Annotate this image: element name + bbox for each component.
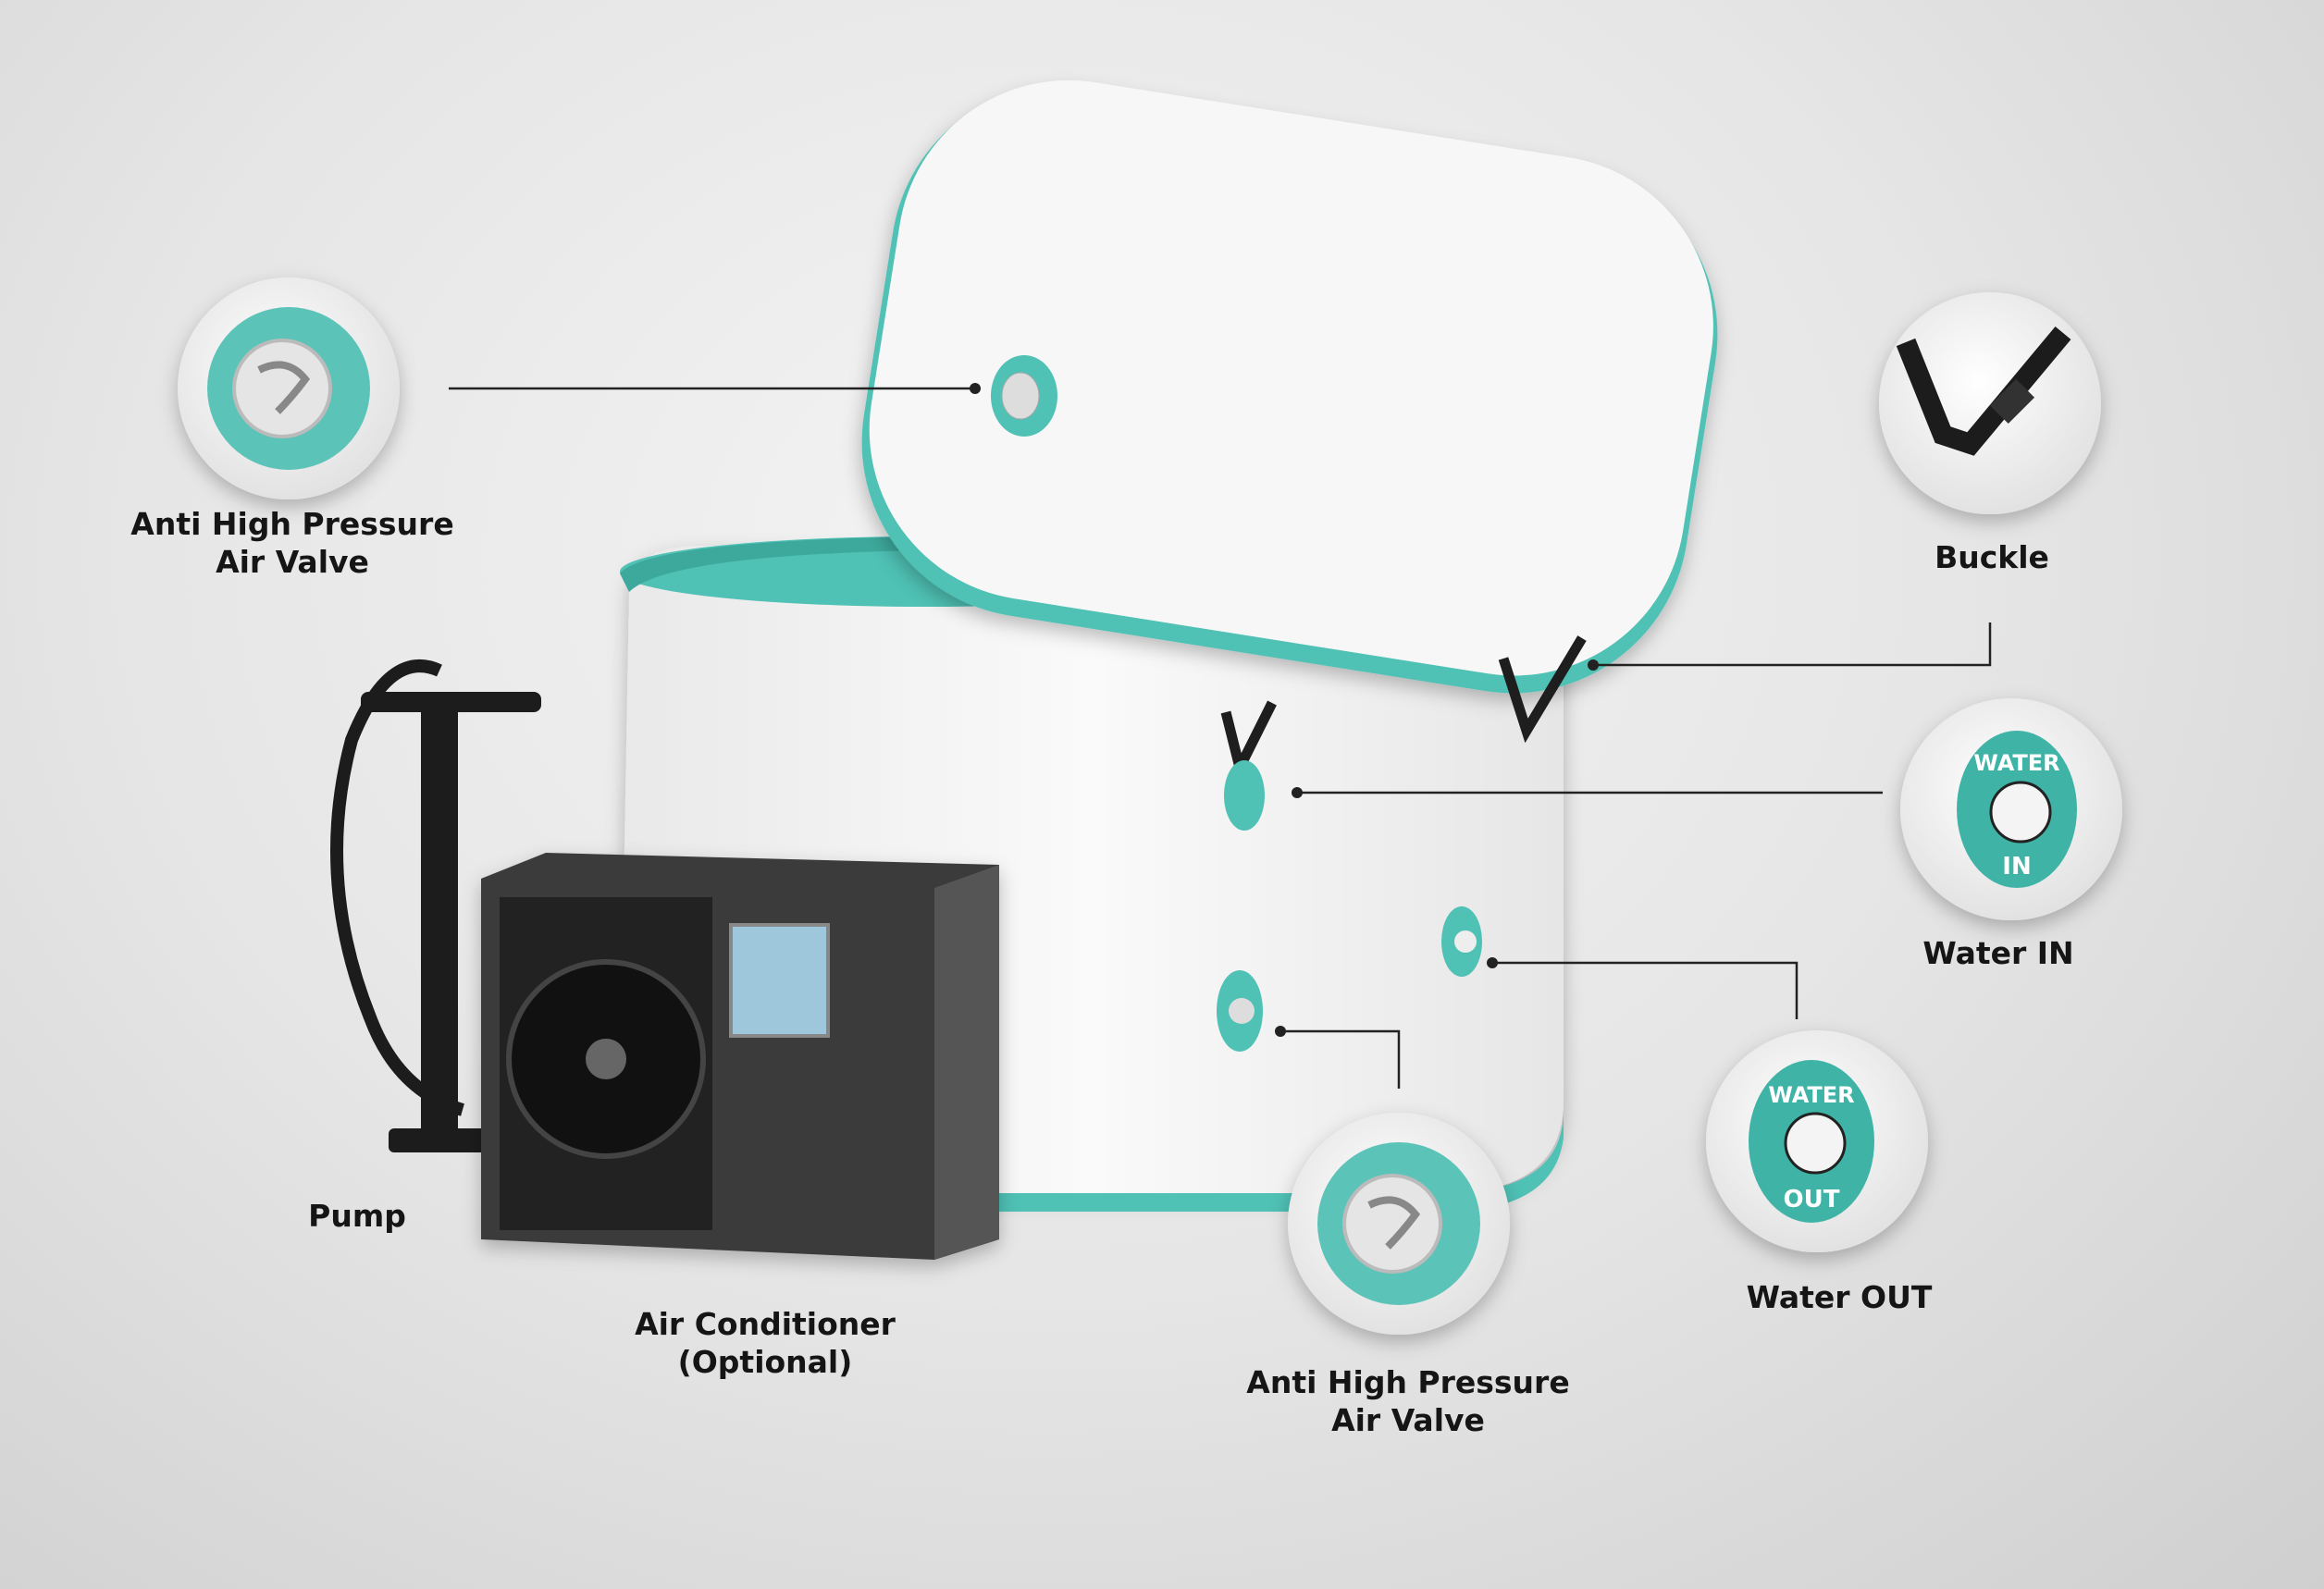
- water-out-detail-icon: WATER OUT: [1706, 1030, 1928, 1252]
- bottom-valve-label-line2: Air Valve: [1331, 1402, 1485, 1438]
- bottom-valve-detail-icon: [1288, 1113, 1510, 1335]
- water-in-detail-icon: WATER IN: [1900, 698, 2122, 920]
- lid-valve: [991, 355, 1057, 437]
- water-in-plate-bottom: IN: [2002, 853, 2031, 881]
- top-valve-detail-icon: [178, 277, 400, 499]
- air-conditioner-label-line1: Air Conditioner: [635, 1306, 896, 1342]
- buckle-detail-icon: [1879, 292, 2101, 514]
- water-out-plate-top: WATER: [1768, 1082, 1854, 1108]
- air-conditioner-label: Air Conditioner (Optional): [635, 1305, 896, 1381]
- water-out-label: Water OUT: [1746, 1279, 1933, 1315]
- air-conditioner-unit: [481, 853, 999, 1260]
- pump: [330, 659, 541, 1152]
- top-valve-label: Anti High Pressure Air Valve: [130, 505, 453, 581]
- buckle-label: Buckle: [1935, 539, 2049, 575]
- pump-label: Pump: [308, 1198, 406, 1234]
- tub-ports: [1217, 760, 1482, 1052]
- top-valve-label-line1: Anti High Pressure: [130, 506, 454, 542]
- top-valve-label-line2: Air Valve: [216, 544, 369, 580]
- ice-bath-lid: [861, 80, 1718, 694]
- water-in-plate-top: WATER: [1973, 750, 2059, 776]
- leader-lines: [449, 387, 1992, 1089]
- bottom-valve-label: Anti High Pressure Air Valve: [1246, 1363, 1569, 1439]
- water-in-label: Water IN: [1922, 935, 2074, 971]
- leader-dots: [970, 383, 1599, 1037]
- air-conditioner-label-line2: (Optional): [677, 1344, 853, 1380]
- water-out-plate-bottom: OUT: [1784, 1186, 1840, 1213]
- bottom-valve-label-line1: Anti High Pressure: [1246, 1364, 1570, 1400]
